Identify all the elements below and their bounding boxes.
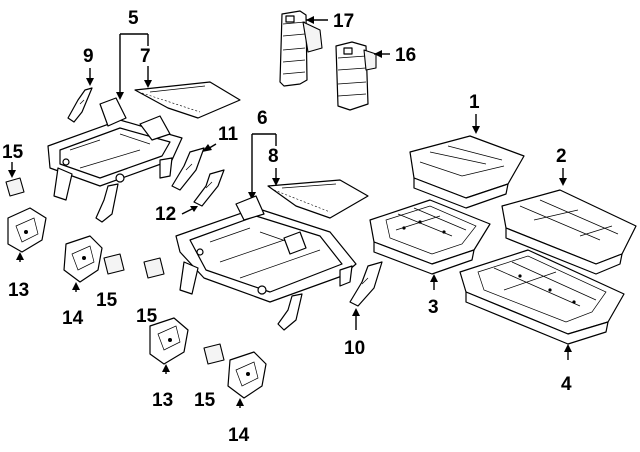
callout-15-c: 15 xyxy=(136,306,158,327)
callout-4: 4 xyxy=(561,374,572,395)
callout-16: 16 xyxy=(395,45,416,66)
part-11-trim[interactable] xyxy=(171,147,205,191)
callout-2: 2 xyxy=(556,146,567,167)
arrow-10 xyxy=(352,308,360,316)
callout-10: 10 xyxy=(344,338,365,359)
arrow-1 xyxy=(472,126,480,134)
part-7-cover-panel[interactable] xyxy=(134,81,241,119)
part-3-seat-pan[interactable] xyxy=(369,199,491,275)
arrow-11 xyxy=(202,144,212,152)
leader-5-7 xyxy=(119,33,149,96)
arrow-13-a xyxy=(16,252,24,260)
part-8-cover-panel[interactable] xyxy=(267,179,369,219)
callout-1: 1 xyxy=(469,92,480,113)
arrow-2 xyxy=(559,178,567,186)
callout-17: 17 xyxy=(333,11,354,32)
part-15-clip-a[interactable] xyxy=(5,177,25,197)
arrow-4 xyxy=(564,344,572,352)
part-14-hinge-cover-a[interactable] xyxy=(63,235,103,283)
callout-9: 9 xyxy=(83,46,94,67)
arrow-15-a xyxy=(8,170,16,178)
arrow-7 xyxy=(144,80,152,88)
part-5-seat-frame[interactable] xyxy=(47,97,183,223)
callout-8: 8 xyxy=(268,146,279,167)
arrow-3 xyxy=(430,274,438,282)
callout-15-b: 15 xyxy=(96,290,118,311)
arrow-9 xyxy=(86,78,94,86)
part-17-buckle[interactable] xyxy=(279,10,323,87)
part-6-seat-frame[interactable] xyxy=(175,195,357,331)
part-10-trim[interactable] xyxy=(349,261,383,307)
part-1-seat-cushion[interactable] xyxy=(409,135,525,209)
part-15-clip-d[interactable] xyxy=(203,343,225,365)
leader-6-8 xyxy=(251,133,277,196)
callout-13-a: 13 xyxy=(8,280,29,301)
part-16-buckle[interactable] xyxy=(335,41,377,111)
part-14-hinge-cover-b[interactable] xyxy=(227,351,267,399)
callout-11: 11 xyxy=(218,124,239,145)
part-15-clip-b[interactable] xyxy=(103,253,125,275)
part-13-hinge-cover-a[interactable] xyxy=(7,207,47,253)
arrow-16 xyxy=(374,50,382,58)
callout-14-b: 14 xyxy=(228,425,250,446)
arrow-17 xyxy=(306,16,314,24)
callout-15-a: 15 xyxy=(2,142,24,163)
arrow-5 xyxy=(116,92,124,100)
callout-7: 7 xyxy=(140,46,151,67)
arrow-14-b xyxy=(236,398,244,406)
part-4-seat-pan[interactable] xyxy=(459,249,625,345)
arrow-8 xyxy=(272,178,280,186)
arrow-13-b xyxy=(162,364,170,372)
arrow-14-a xyxy=(72,282,80,290)
callout-13-b: 13 xyxy=(152,390,173,411)
part-9-trim[interactable] xyxy=(67,87,93,123)
part-15-clip-c[interactable] xyxy=(143,257,165,279)
part-2-seat-cushion[interactable] xyxy=(501,189,637,275)
callout-12: 12 xyxy=(155,204,176,225)
arrow-12 xyxy=(190,206,198,212)
part-13-hinge-cover-b[interactable] xyxy=(149,317,189,365)
callout-15-d: 15 xyxy=(194,390,216,411)
part-12-trim[interactable] xyxy=(193,169,225,207)
callout-14-a: 14 xyxy=(62,308,84,329)
callout-5: 5 xyxy=(128,8,139,29)
arrow-6 xyxy=(248,192,256,200)
callout-3: 3 xyxy=(428,297,439,318)
callout-6: 6 xyxy=(257,108,268,129)
